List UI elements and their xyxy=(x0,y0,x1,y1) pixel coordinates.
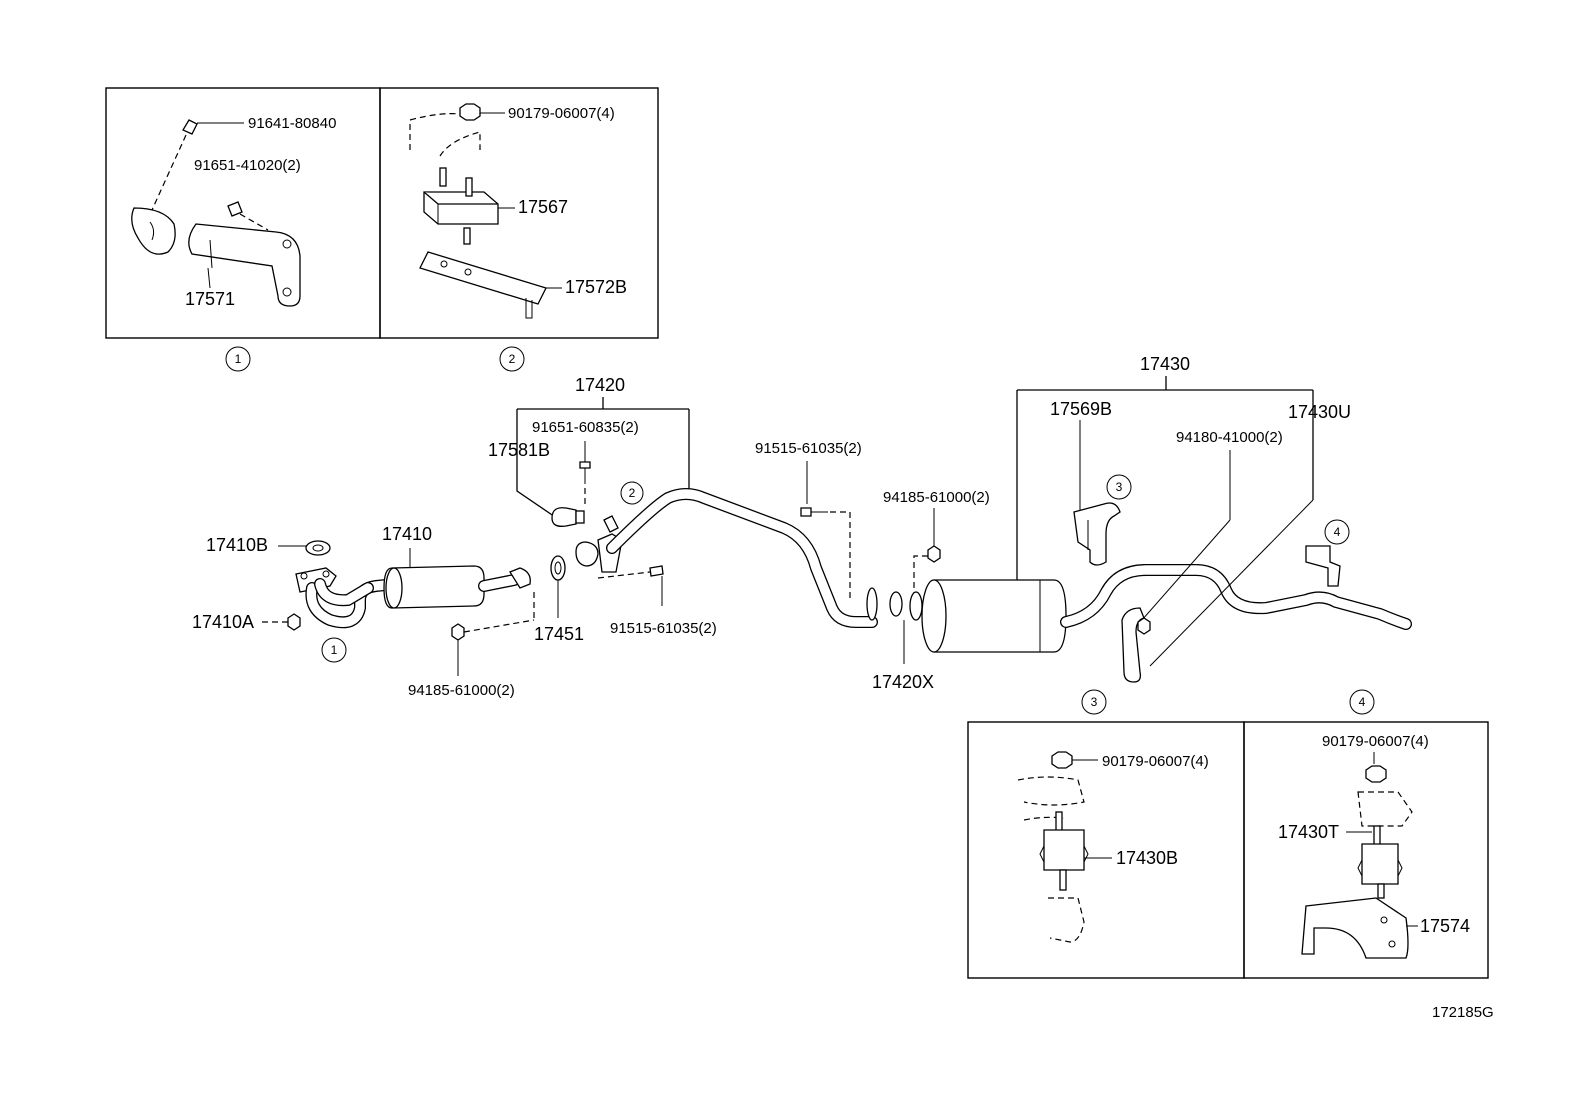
callout-4-inset-label: 4 xyxy=(1359,695,1366,709)
callout-4-main: 4 xyxy=(1324,519,1350,545)
callout-3-main: 3 xyxy=(1106,474,1132,500)
sensor-17581B-icon xyxy=(551,507,585,527)
label-17581B: 17581B xyxy=(488,440,550,460)
label-17420X: 17420X xyxy=(872,672,934,692)
gasket-17410B-icon xyxy=(305,540,331,556)
nut-90179-06007-icon xyxy=(459,103,505,121)
inset-4: 90179-06007(4) 17430T 17574 xyxy=(1243,721,1489,979)
callout-1-label: 1 xyxy=(235,352,242,366)
nut-90179-06007-inset3-icon xyxy=(1051,751,1073,769)
plate-17572B-icon xyxy=(419,251,562,319)
label-17572B: 17572B xyxy=(565,277,627,297)
callout-2-main-label: 2 xyxy=(629,486,636,500)
label-91641-80840: 91641-80840 xyxy=(248,115,336,132)
label-94185-61000-a: 94185-61000(2) xyxy=(408,682,515,699)
label-91651-60835: 91651-60835(2) xyxy=(532,419,639,436)
nut-17410A-icon xyxy=(287,613,301,631)
mount-17430B-icon xyxy=(1039,811,1112,891)
label-17430B: 17430B xyxy=(1116,848,1178,868)
label-91651-41020: 91651-41020(2) xyxy=(194,157,301,174)
gasket-17420X-icon xyxy=(889,591,903,617)
label-90179-06007-inset4: 90179-06007(4) xyxy=(1322,733,1429,750)
bracket-17574-icon xyxy=(1301,897,1418,959)
callout-1-main-label: 1 xyxy=(331,643,338,657)
label-91515-61035-b: 91515-61035(2) xyxy=(755,440,862,457)
gasket-17451-icon xyxy=(550,555,566,581)
mount-17430T-icon xyxy=(1357,825,1403,899)
callout-4-main-label: 4 xyxy=(1334,525,1341,539)
label-17410B: 17410B xyxy=(206,535,268,555)
inset-2: 90179-06007(4) 17567 17572B xyxy=(379,87,659,339)
diagram-id-code: 172185G xyxy=(1432,1004,1494,1021)
callout-2-main: 2 xyxy=(620,481,644,505)
label-17410: 17410 xyxy=(382,524,432,544)
callout-3-inset-label: 3 xyxy=(1091,695,1098,709)
label-17571: 17571 xyxy=(185,289,235,309)
label-17430T: 17430T xyxy=(1278,822,1339,842)
label-17574: 17574 xyxy=(1420,916,1470,936)
callout-2-label: 2 xyxy=(509,352,516,366)
label-17567: 17567 xyxy=(518,197,568,217)
label-17451: 17451 xyxy=(534,624,584,644)
label-94185-61000-b: 94185-61000(2) xyxy=(883,489,990,506)
nut-94185-61000-b-icon xyxy=(927,545,941,563)
label-94180-41000: 94180-41000(2) xyxy=(1176,429,1283,446)
front-pipe-17410-icon xyxy=(295,565,531,629)
label-17410A: 17410A xyxy=(192,612,254,632)
label-17430: 17430 xyxy=(1140,354,1190,374)
bolt-91641-80840-icon xyxy=(151,119,244,211)
callout-2-inset: 2 xyxy=(499,346,525,372)
callout-3-inset: 3 xyxy=(1081,689,1107,715)
bolt-91651-60835-icon xyxy=(579,441,591,506)
bolt-91515-61035-a-icon xyxy=(649,565,664,577)
callout-3-main-label: 3 xyxy=(1116,480,1123,494)
label-91515-61035-a: 91515-61035(2) xyxy=(610,620,717,637)
muffler-17430-icon xyxy=(921,545,1412,683)
nut-90179-06007-inset4-icon xyxy=(1365,765,1387,783)
label-17420: 17420 xyxy=(575,375,625,395)
bracket-17571-icon xyxy=(131,207,301,307)
label-17430U: 17430U xyxy=(1288,402,1351,422)
callout-4-inset: 4 xyxy=(1349,689,1375,715)
bolt-91515-61035-b-icon xyxy=(800,507,812,517)
center-pipe-17420-icon xyxy=(575,488,878,628)
hanger-17569B-icon xyxy=(1073,420,1121,566)
inset-1: 91641-80840 91651-41020(2) 17571 xyxy=(105,87,381,339)
inset-3: 90179-06007(4) 17430B xyxy=(967,721,1245,979)
callout-1-inset: 1 xyxy=(225,346,251,372)
label-90179-06007-inset2: 90179-06007(4) xyxy=(508,105,615,122)
mount-17567-icon xyxy=(423,167,515,245)
bolt-91651-41020-icon xyxy=(227,201,269,231)
nut-94185-61000-a-icon xyxy=(451,623,465,641)
callout-1-main: 1 xyxy=(321,637,347,663)
label-17569B: 17569B xyxy=(1050,399,1112,419)
nut-94180-41000-icon xyxy=(1137,617,1151,635)
label-90179-06007-inset3: 90179-06007(4) xyxy=(1102,753,1209,770)
